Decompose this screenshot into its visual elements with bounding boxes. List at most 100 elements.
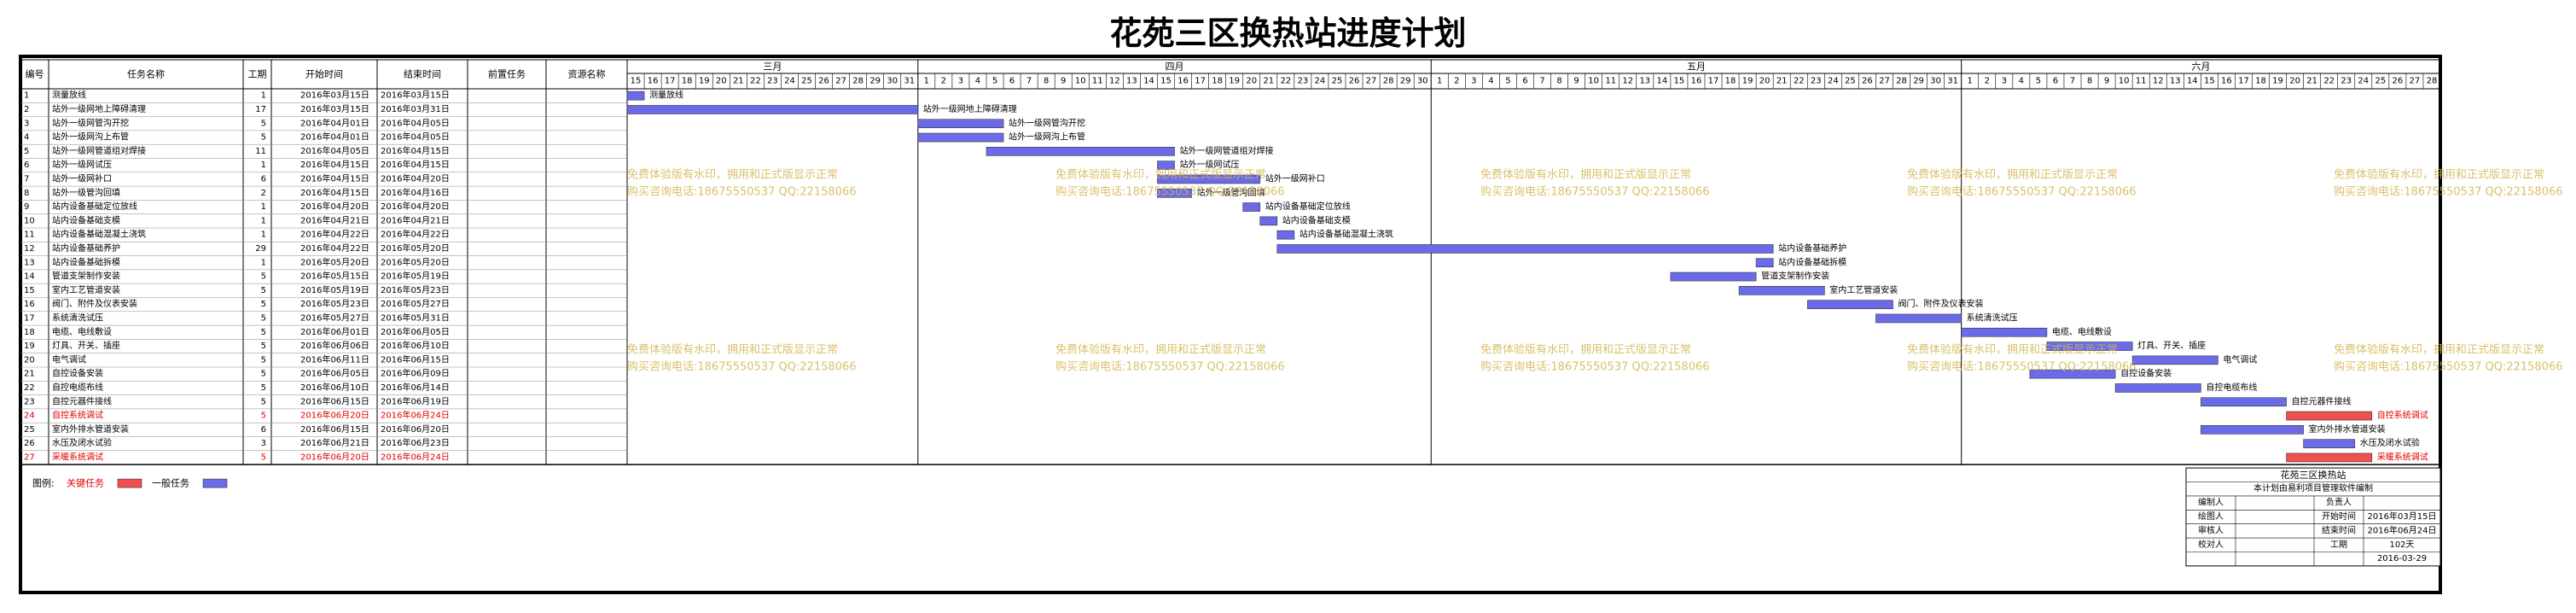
task-bar-label: 站外一级网试压 <box>1180 159 1240 170</box>
info-cell: 负责人 <box>2326 497 2352 508</box>
task-bar <box>1157 174 1261 184</box>
day-label: 9 <box>1061 77 1066 86</box>
watermark-text: 免费体验版有水印，拥用和正式版显示正常 <box>1907 168 2118 182</box>
task-start: 2016年06月21日 <box>300 437 369 448</box>
day-label: 13 <box>2170 77 2181 86</box>
day-label: 6 <box>2053 77 2058 86</box>
day-label: 10 <box>2119 77 2130 86</box>
task-end: 2016年04月15日 <box>381 159 450 170</box>
info-box <box>2185 467 2441 567</box>
task-end: 2016年06月20日 <box>381 423 450 435</box>
task-duration: 5 <box>261 383 266 393</box>
task-id: 5 <box>24 147 29 156</box>
task-id: 12 <box>24 244 35 254</box>
day-label: 16 <box>648 77 659 86</box>
task-name: 站外一级网管沟开挖 <box>52 117 129 128</box>
task-end: 2016年04月05日 <box>381 117 450 128</box>
task-id: 27 <box>24 452 35 462</box>
task-bar-label: 站内设备基础定位放线 <box>1265 201 1351 212</box>
task-duration: 5 <box>261 355 266 365</box>
day-label: 30 <box>1417 77 1428 86</box>
watermark-text: 购买咨询电话:18675550537 QQ:22158066 <box>1055 185 1285 199</box>
critical-task-bar <box>2286 452 2373 463</box>
task-bar-label: 站外一级网沟上布管 <box>1009 131 1085 143</box>
day-label: 25 <box>1845 77 1856 86</box>
day-label: 5 <box>2036 77 2041 86</box>
day-label: 7 <box>2070 77 2075 86</box>
day-label: 21 <box>1263 77 1274 86</box>
day-label: 8 <box>1044 77 1049 86</box>
day-label: 12 <box>1622 77 1633 86</box>
task-bar-label: 水压及闭水试验 <box>2360 437 2420 448</box>
task-id: 8 <box>24 189 29 198</box>
task-name: 阀门、附件及仪表安装 <box>52 298 137 309</box>
task-start: 2016年04月20日 <box>300 201 369 212</box>
legend-label: 图例: <box>32 477 55 489</box>
day-label: 17 <box>1708 77 1719 86</box>
day-label: 19 <box>1742 77 1753 86</box>
day-label: 17 <box>1195 77 1206 86</box>
task-start: 2016年05月23日 <box>300 298 369 309</box>
task-duration: 1 <box>261 258 266 267</box>
task-end: 2016年03月15日 <box>381 90 450 101</box>
day-label: 26 <box>1349 77 1360 86</box>
task-id: 11 <box>24 231 35 240</box>
task-name: 站内设备基础混凝土浇筑 <box>52 229 146 240</box>
watermark-text: 免费体验版有水印，拥用和正式版显示正常 <box>1907 343 2118 357</box>
day-label: 12 <box>2153 77 2164 86</box>
task-duration: 5 <box>261 342 266 351</box>
task-id: 13 <box>24 258 35 267</box>
task-bar-label: 站内设备基础养护 <box>1778 242 1846 254</box>
day-label: 29 <box>1400 77 1411 86</box>
task-start: 2016年05月20日 <box>300 256 369 267</box>
day-label: 19 <box>2272 77 2283 86</box>
task-duration: 1 <box>261 202 266 212</box>
task-duration: 5 <box>261 328 266 337</box>
watermark-text: 购买咨询电话:18675550537 QQ:22158066 <box>1480 360 1710 374</box>
day-label: 25 <box>1332 77 1343 86</box>
task-bar <box>1276 244 1774 254</box>
day-label: 16 <box>1178 77 1189 86</box>
task-duration: 5 <box>261 313 266 323</box>
day-label: 4 <box>975 77 980 86</box>
task-id: 25 <box>24 425 35 435</box>
task-id: 26 <box>24 439 35 448</box>
info-cell: 102天 <box>2389 540 2414 550</box>
day-label: 29 <box>869 77 881 86</box>
task-end: 2016年05月23日 <box>381 284 450 295</box>
task-bar <box>1259 216 1278 226</box>
column-header: 任务名称 <box>127 68 165 80</box>
task-id: 9 <box>24 202 29 212</box>
day-label: 28 <box>1383 77 1394 86</box>
task-duration: 3 <box>261 439 266 448</box>
task-bar-label: 室内工艺管道安装 <box>1829 284 1898 295</box>
task-start: 2016年06月01日 <box>300 326 369 337</box>
task-start: 2016年04月01日 <box>300 117 369 128</box>
day-label: 27 <box>835 77 846 86</box>
day-label: 17 <box>665 77 676 86</box>
task-id: 14 <box>24 272 35 282</box>
task-bar-label: 站外一级管沟回填 <box>1197 187 1265 198</box>
info-cell: 工期 <box>2330 540 2347 550</box>
task-start: 2016年04月21日 <box>300 214 369 225</box>
day-label: 7 <box>1026 77 1032 86</box>
task-bar-label: 测量放线 <box>649 90 683 101</box>
task-id: 24 <box>24 412 35 421</box>
task-name: 系统清洗试压 <box>52 312 103 323</box>
task-id: 1 <box>24 91 29 101</box>
task-bar <box>2201 425 2304 435</box>
watermark-text: 购买咨询电话:18675550537 QQ:22158066 <box>1907 360 2137 374</box>
day-label: 22 <box>750 77 761 86</box>
task-end: 2016年04月20日 <box>381 172 450 184</box>
info-cell: 2016-03-29 <box>2377 554 2427 563</box>
task-start: 2016年04月05日 <box>300 145 369 156</box>
day-label: 7 <box>1539 77 1544 86</box>
task-id: 6 <box>24 161 29 170</box>
legend-normal-label: 一般任务 <box>152 478 189 489</box>
watermark-text: 免费体验版有水印，拥用和正式版显示正常 <box>627 168 838 182</box>
critical-task-bar <box>2286 411 2373 421</box>
watermark-text: 免费体验版有水印，拥用和正式版显示正常 <box>1480 343 1691 357</box>
task-duration: 11 <box>255 147 266 156</box>
day-label: 3 <box>958 77 963 86</box>
task-name: 测量放线 <box>52 90 86 101</box>
